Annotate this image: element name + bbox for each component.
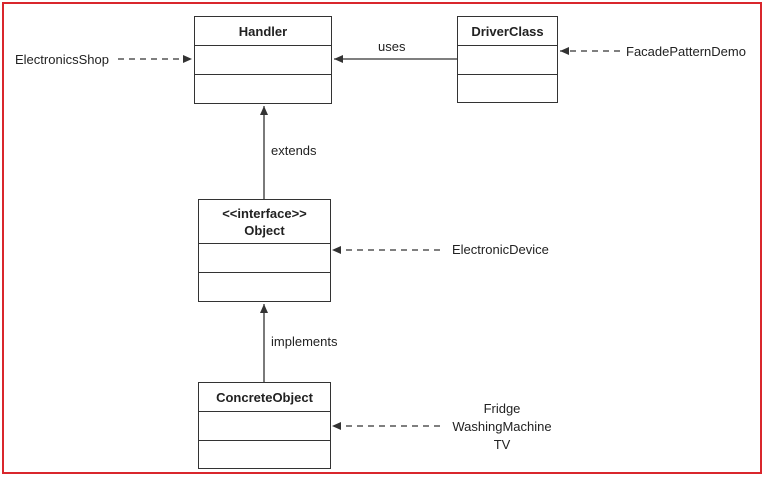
driver-class-box: DriverClass xyxy=(457,16,558,103)
handler-methods-section xyxy=(195,75,331,103)
fridge-note: Fridge xyxy=(483,401,521,416)
implements-label: implements xyxy=(271,334,338,349)
object-interface-name: Object xyxy=(244,222,285,238)
driver-methods-section xyxy=(458,75,557,102)
concrete-object-class-name: ConcreteObject xyxy=(199,383,330,412)
tv-note: TV xyxy=(493,437,511,452)
electronics-shop-note: ElectronicsShop xyxy=(15,52,109,67)
driver-class-name: DriverClass xyxy=(458,17,557,46)
object-stereotype: <<interface>> xyxy=(222,205,307,221)
uses-label: uses xyxy=(378,39,406,54)
handler-class-name: Handler xyxy=(195,17,331,46)
concrete-object-methods-section xyxy=(199,441,330,467)
object-attributes-section xyxy=(199,244,330,273)
concrete-object-class-box: ConcreteObject xyxy=(198,382,331,469)
object-methods-section xyxy=(199,273,330,300)
electronic-device-note: ElectronicDevice xyxy=(452,242,549,257)
facade-demo-note: FacadePatternDemo xyxy=(626,44,746,59)
concrete-object-attributes-section xyxy=(199,412,330,441)
object-interface-header: <<interface>> Object xyxy=(199,200,330,244)
concrete-items-note: Fridge WashingMachine TV xyxy=(440,400,564,454)
handler-class-box: Handler xyxy=(194,16,332,104)
diagram-frame xyxy=(2,2,762,474)
washing-machine-note: WashingMachine xyxy=(452,419,552,434)
object-interface-box: <<interface>> Object xyxy=(198,199,331,302)
driver-attributes-section xyxy=(458,46,557,75)
handler-attributes-section xyxy=(195,46,331,75)
extends-label: extends xyxy=(271,143,317,158)
